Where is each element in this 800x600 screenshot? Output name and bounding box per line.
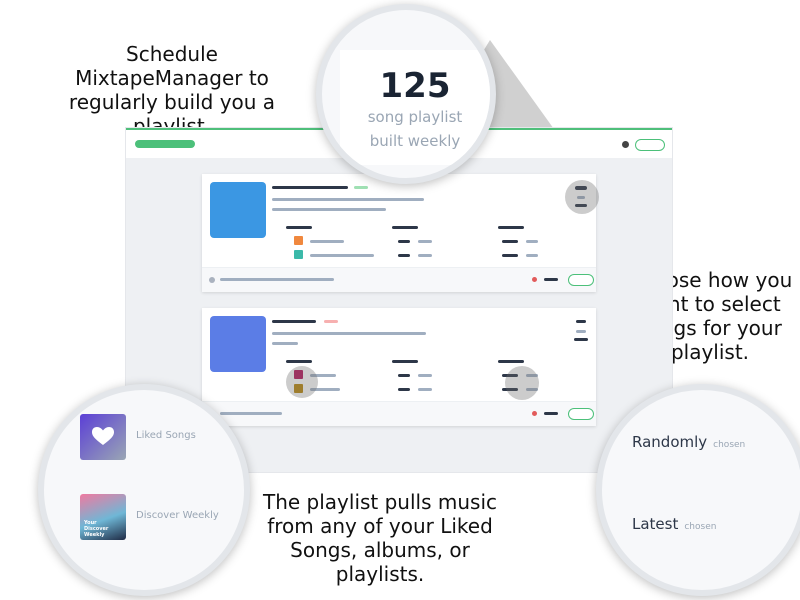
footer-line xyxy=(544,412,558,415)
stat-zoom-lens: 125 song playlist built weekly xyxy=(316,4,496,184)
option-line xyxy=(418,388,432,391)
source-line xyxy=(310,254,374,257)
heart-icon xyxy=(92,427,114,445)
caption-schedule: Schedule MixtapeManager to regularly bui… xyxy=(68,42,276,138)
source-swatch xyxy=(294,250,303,259)
option-line xyxy=(398,388,410,391)
option-randomly[interactable]: Randomly chosen xyxy=(632,432,792,456)
column-header xyxy=(392,360,418,363)
stat-panel: 125 song playlist built weekly xyxy=(340,50,490,165)
option-line xyxy=(418,240,432,243)
option-label: Randomly xyxy=(632,433,708,451)
tag-placeholder xyxy=(354,186,368,189)
source-swatch xyxy=(294,384,303,393)
enable-toggle[interactable] xyxy=(568,408,594,420)
toggle-button[interactable] xyxy=(635,139,665,151)
enable-toggle[interactable] xyxy=(568,274,594,286)
source-liked-songs[interactable]: Liked Songs xyxy=(80,414,244,464)
option-line xyxy=(526,374,538,377)
menu-line xyxy=(575,204,587,207)
app-window xyxy=(126,128,672,472)
playlist-card[interactable] xyxy=(202,308,596,426)
option-line xyxy=(398,240,410,243)
error-dot xyxy=(532,411,537,416)
playlist-size-number: 125 xyxy=(379,66,451,106)
source-discover-weekly[interactable]: Your Discover Weekly Discover Weekly xyxy=(80,494,244,544)
column-header xyxy=(498,226,524,229)
title-placeholder xyxy=(272,186,348,189)
column-header xyxy=(286,226,312,229)
source-swatch xyxy=(294,236,303,245)
highlight-options xyxy=(505,366,539,400)
sources-zoom-lens: Liked Songs Your Discover Weekly Discove… xyxy=(38,384,250,596)
menu-line xyxy=(576,320,586,323)
source-label: Discover Weekly xyxy=(136,510,219,521)
footer-dot xyxy=(209,277,215,283)
highlight-sources xyxy=(286,366,318,398)
highlight-menu xyxy=(565,180,599,214)
column-header xyxy=(392,226,418,229)
options-zoom-lens: Randomly chosen Latest chosen xyxy=(596,384,800,596)
chosen-tag: chosen xyxy=(713,440,746,450)
option-line xyxy=(526,240,538,243)
album-cover-text: Your Discover Weekly xyxy=(84,520,109,538)
source-line xyxy=(310,388,340,391)
option-line xyxy=(526,254,538,257)
brand-logo[interactable] xyxy=(135,140,195,148)
playlist-thumbnail xyxy=(210,316,266,372)
card-footer xyxy=(202,267,596,292)
line-placeholder xyxy=(272,332,426,335)
playlist-thumbnail xyxy=(210,182,266,238)
option-line xyxy=(502,254,518,257)
option-line xyxy=(502,240,518,243)
option-label: Latest xyxy=(632,515,679,533)
playlist-size-label: song playlist xyxy=(367,108,463,126)
card-footer xyxy=(202,401,596,426)
playlist-card[interactable] xyxy=(202,174,596,292)
line-placeholder xyxy=(272,342,298,345)
option-line xyxy=(526,388,538,391)
source-line xyxy=(310,374,336,377)
option-line xyxy=(502,374,518,377)
source-label: Liked Songs xyxy=(136,430,196,441)
source-swatch xyxy=(294,370,303,379)
line-placeholder xyxy=(272,208,386,211)
chosen-tag: chosen xyxy=(684,522,717,532)
schedule-label: built weekly xyxy=(369,132,461,150)
title-placeholder xyxy=(272,320,316,323)
option-latest[interactable]: Latest chosen xyxy=(632,514,792,538)
menu-line xyxy=(574,338,588,341)
tag-placeholder xyxy=(324,320,338,323)
option-line xyxy=(418,374,432,377)
liked-songs-thumbnail xyxy=(80,414,126,460)
option-line xyxy=(502,388,518,391)
option-line xyxy=(398,254,410,257)
column-header xyxy=(498,360,524,363)
menu-line xyxy=(577,196,585,199)
error-dot xyxy=(532,277,537,282)
footer-line xyxy=(544,278,558,281)
option-line xyxy=(418,254,432,257)
footer-line xyxy=(220,412,282,415)
footer-line xyxy=(220,278,334,281)
menu-line xyxy=(576,330,586,333)
status-dot xyxy=(622,141,629,148)
line-placeholder xyxy=(272,198,424,201)
menu-icon[interactable] xyxy=(575,186,587,190)
option-line xyxy=(398,374,410,377)
source-line xyxy=(310,240,344,243)
column-header xyxy=(286,360,312,363)
album-cover-thumbnail: Your Discover Weekly xyxy=(80,494,126,540)
caption-pulls: The playlist pulls music from any of you… xyxy=(262,490,498,586)
